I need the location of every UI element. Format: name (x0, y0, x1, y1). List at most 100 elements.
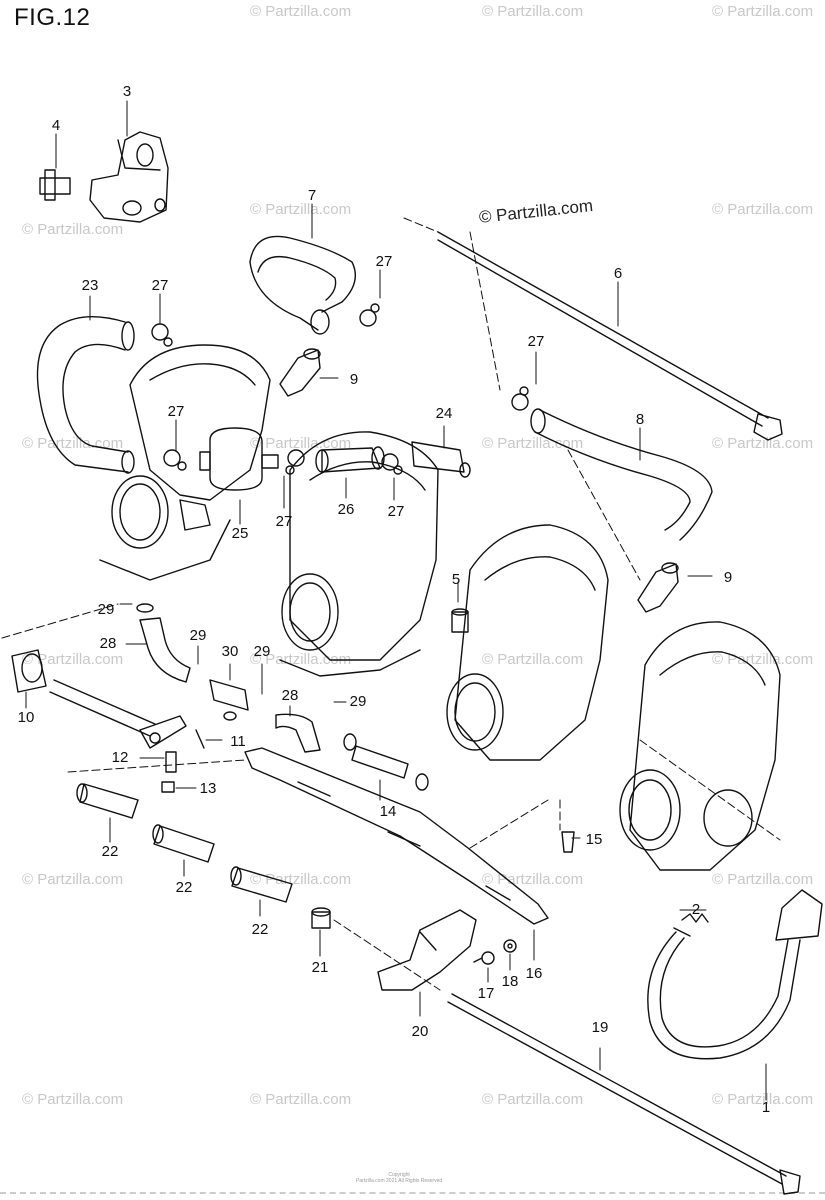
part-sleeve-22a (76, 783, 139, 819)
callout-c11: 11 (230, 733, 246, 750)
watermark-text: © Partzilla.com (22, 435, 123, 452)
part-hose-28-upper (136, 603, 191, 683)
callout-c9a: 9 (350, 371, 358, 388)
leader-lines (25, 100, 767, 1101)
watermark-text: © Partzilla.com (712, 3, 813, 20)
callout-c24: 24 (436, 405, 453, 422)
callout-c14: 14 (380, 803, 397, 820)
callout-c27e: 27 (276, 513, 293, 530)
callout-c2: 2 (692, 901, 700, 918)
part-clamps-27 (151, 303, 529, 475)
callout-c7: 7 (308, 187, 316, 204)
callout-c21: 21 (312, 959, 329, 976)
part-joint-30 (209, 679, 249, 721)
callout-c25: 25 (232, 525, 249, 542)
watermark-text: © Partzilla.com (22, 1091, 123, 1108)
part-fitting-9-lower (637, 562, 679, 613)
callout-c22b: 22 (176, 879, 193, 896)
callout-c26: 26 (338, 501, 355, 518)
callout-c12: 12 (112, 749, 129, 766)
part-cable-1 (647, 889, 823, 1060)
watermark-text: © Partzilla.com (712, 871, 813, 888)
callout-c27d: 27 (168, 403, 185, 420)
callout-c10: 10 (18, 709, 35, 726)
part-rail-16 (244, 747, 549, 925)
callout-c6: 6 (614, 265, 622, 282)
callout-c19: 19 (592, 1019, 609, 1036)
watermark-layer: © Partzilla.com © Partzilla.com © Partzill… (22, 3, 813, 1108)
watermark-text: © Partzilla.com (482, 435, 583, 452)
callout-c30: 30 (222, 643, 239, 660)
callout-c17: 17 (478, 985, 495, 1002)
part-bracket-11 (139, 715, 205, 749)
callout-c29d: 29 (350, 693, 367, 710)
drawing (11, 131, 823, 1195)
watermark-text: © Partzilla.com (22, 871, 123, 888)
part-sleeve-22b (152, 824, 215, 863)
callout-c27b: 27 (376, 253, 393, 270)
part-hose-8 (530, 408, 713, 541)
callout-c27c: 27 (528, 333, 545, 350)
part-carburetor-3 (446, 524, 609, 761)
watermark-text: © Partzilla.com (482, 3, 583, 20)
callout-c28b: 28 (282, 687, 299, 704)
copyright-footer-line1: Copyright (388, 1172, 410, 1178)
part-collar-21 (311, 907, 331, 929)
copyright-footer-line2: Partzilla.com 2021 All Rights Reserved (356, 1178, 443, 1184)
callout-c22c: 22 (252, 921, 269, 938)
part-carburetor-2 (279, 431, 439, 677)
watermark-text: © Partzilla.com (712, 201, 813, 218)
part-sleeve-22c (230, 866, 293, 903)
part-throttle-sensor (39, 131, 169, 223)
figure-title: FIG.12 (14, 4, 91, 31)
callout-c4: 4 (52, 117, 60, 134)
part-carburetor-4 (619, 621, 781, 871)
part-hose-7 (249, 235, 356, 335)
watermark-text: © Partzilla.com (482, 651, 583, 668)
part-screw-12 (165, 751, 177, 773)
part-hose-28-lower (275, 713, 321, 753)
callout-c29a: 29 (98, 601, 115, 618)
callout-c27a: 27 (152, 277, 169, 294)
watermark-text: © Partzilla.com (482, 871, 583, 888)
part-hose-23 (36, 315, 135, 474)
part-pipe-14 (343, 733, 429, 791)
part-carburetor-1 (99, 344, 271, 581)
watermark-text: © Partzilla.com (712, 435, 813, 452)
part-cap-10 (11, 649, 156, 737)
callout-c20: 20 (412, 1023, 429, 1040)
callout-c18: 18 (502, 973, 519, 990)
callout-layer: 1234567899101112131415161718192021222222… (18, 83, 771, 1116)
callout-c5: 5 (452, 571, 460, 588)
guide-lines (1, 217, 781, 991)
part-joint-25 (199, 427, 279, 491)
part-washer-18 (503, 939, 517, 953)
callout-c29c: 29 (254, 643, 271, 660)
callout-c23: 23 (82, 277, 99, 294)
watermark-text: © Partzilla.com (250, 435, 351, 452)
page-bottom-rule (0, 1192, 825, 1194)
callout-c16: 16 (526, 965, 543, 982)
part-fitting-9-upper (279, 348, 321, 397)
part-screw-13 (161, 781, 175, 793)
watermark-text: © Partzilla.com (250, 871, 351, 888)
callout-c28a: 28 (100, 635, 117, 652)
watermark-text: © Partzilla.com (250, 3, 351, 20)
watermark-text: © Partzilla.com (712, 651, 813, 668)
callout-c1: 1 (762, 1099, 770, 1116)
callout-c9b: 9 (724, 569, 732, 586)
callout-c29b: 29 (190, 627, 207, 644)
watermark-text: © Partzilla.com (250, 201, 351, 218)
callout-c22a: 22 (102, 843, 119, 860)
watermark-text: © Partzilla.com (482, 1091, 583, 1108)
callout-c27f: 27 (388, 503, 405, 520)
callout-c15: 15 (586, 831, 603, 848)
part-pipe-26 (315, 446, 385, 473)
part-rod-6 (437, 231, 783, 441)
part-screw-17 (473, 951, 495, 965)
watermark-text: © Partzilla.com (250, 1091, 351, 1108)
part-fitting-24 (411, 441, 471, 478)
callout-c3: 3 (123, 83, 131, 100)
part-screw-15 (561, 831, 575, 853)
part-spacer-5 (451, 608, 469, 633)
